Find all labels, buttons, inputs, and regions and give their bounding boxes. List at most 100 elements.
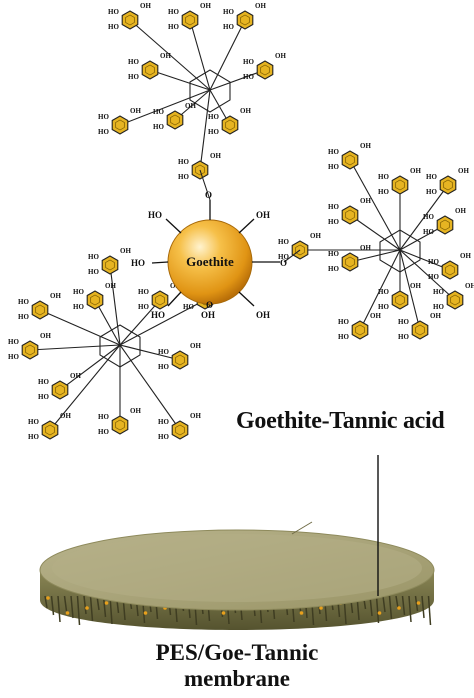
hydroxyl-text: OH xyxy=(120,247,131,255)
pore-channel xyxy=(421,595,425,619)
hydroxyl-text: HO xyxy=(73,288,84,296)
aromatic-ring-inner xyxy=(443,179,453,191)
hydroxyl-text: HO xyxy=(98,113,109,121)
glucose-ring xyxy=(99,324,141,368)
aromatic-ring-inner xyxy=(145,64,155,76)
hydroxyl-text: OH xyxy=(190,412,201,420)
aromatic-ring xyxy=(51,380,69,400)
bond-line xyxy=(119,344,181,431)
hydroxyl-text: OH xyxy=(360,244,371,252)
linker-oxygen-label: O xyxy=(206,300,213,310)
bond-line xyxy=(94,299,121,346)
hydroxyl-text: HO xyxy=(208,113,219,121)
aromatic-ring xyxy=(86,290,104,310)
hydroxyl-text: HO xyxy=(328,250,339,258)
aromatic-ring-inner xyxy=(395,294,405,306)
hydroxyl-text: HO xyxy=(38,378,49,386)
hydroxyl-text: HO xyxy=(378,173,389,181)
bond-line xyxy=(209,69,266,91)
hydroxyl-text: OH xyxy=(360,197,371,205)
hydroxyl-text: OH xyxy=(275,52,286,60)
aromatic-ring xyxy=(391,175,409,195)
aromatic-ring xyxy=(31,300,49,320)
hydroxyl-text: OH xyxy=(370,312,381,320)
hydroxyl-text: HO xyxy=(8,353,19,361)
bond-line xyxy=(39,309,121,346)
bond-line xyxy=(29,344,121,351)
hydroxyl-text: HO xyxy=(423,228,434,236)
aromatic-ring-inner xyxy=(415,324,425,336)
bond-line xyxy=(119,299,161,346)
hydroxyl-text: HO xyxy=(328,265,339,273)
aromatic-ring xyxy=(101,255,119,275)
hydroxyl-label: HO xyxy=(151,310,165,320)
hydroxyl-text: OH xyxy=(60,412,71,420)
goethite-particle xyxy=(104,601,109,605)
aromatic-ring-inner xyxy=(295,244,305,256)
goethite-particle xyxy=(85,606,89,610)
aromatic-ring-inner xyxy=(225,119,235,131)
hydroxyl-text: HO xyxy=(158,418,169,426)
hydroxyl-text: HO xyxy=(378,288,389,296)
hydroxyl-text: HO xyxy=(138,303,149,311)
hydroxyl-text: OH xyxy=(410,282,421,290)
aromatic-ring-inner xyxy=(395,179,405,191)
aromatic-ring xyxy=(41,420,59,440)
hydroxyl-text: HO xyxy=(243,73,254,81)
hydroxyl-text: HO xyxy=(168,23,179,31)
bond-line xyxy=(283,249,301,263)
membrane-caption-line2: membrane xyxy=(183,666,291,691)
aromatic-ring-inner xyxy=(55,384,65,396)
aromatic-ring-inner xyxy=(35,304,45,316)
hydroxyl-text: HO xyxy=(168,8,179,16)
aromatic-ring-inner xyxy=(440,219,450,231)
hydroxyl-text: HO xyxy=(278,238,289,246)
aromatic-ring-inner xyxy=(25,344,35,356)
hydroxyl-text: HO xyxy=(428,258,439,266)
goethite-particle xyxy=(397,606,401,610)
aromatic-ring xyxy=(341,252,359,272)
goethite-core-label: Goethite xyxy=(186,254,234,269)
bond-line xyxy=(209,19,246,91)
hydroxyl-text: HO xyxy=(128,58,139,66)
pore-channel xyxy=(408,595,412,623)
pore-channel xyxy=(388,595,393,620)
hydroxyl-text: HO xyxy=(108,23,119,31)
aromatic-ring xyxy=(121,10,139,30)
aromatic-ring-inner xyxy=(175,354,185,366)
hydroxyl-text: HO xyxy=(108,8,119,16)
membrane-caption-line1: PES/Goe-Tannic xyxy=(155,640,319,665)
bond-line xyxy=(199,89,211,171)
hydroxyl-text: OH xyxy=(210,152,221,160)
hydroxyl-text: OH xyxy=(460,252,471,260)
hydroxyl-label: OH xyxy=(256,210,270,220)
aromatic-ring-inner xyxy=(355,324,365,336)
hydroxyl-text: HO xyxy=(426,173,437,181)
aromatic-ring xyxy=(236,10,254,30)
hydroxyl-text: HO xyxy=(208,128,219,136)
hydroxyl-text: HO xyxy=(426,188,437,196)
pore-channel xyxy=(382,595,386,613)
hydroxyl-text: OH xyxy=(360,142,371,150)
aromatic-ring xyxy=(441,260,459,280)
bond-line xyxy=(129,19,211,91)
hydroxyl-text: OH xyxy=(255,2,266,10)
hydroxyl-text: OH xyxy=(190,342,201,350)
pore-channel xyxy=(44,595,48,609)
aromatic-ring-inner xyxy=(45,424,55,436)
aromatic-ring-inner xyxy=(450,294,460,306)
aromatic-ring xyxy=(256,60,274,80)
hydroxyl-text: HO xyxy=(138,288,149,296)
hydroxyl-text: HO xyxy=(98,413,109,421)
aromatic-ring xyxy=(436,215,454,235)
pes-membrane-disc xyxy=(39,521,435,630)
goethite-particle xyxy=(65,611,70,615)
bond-line xyxy=(109,264,121,346)
aromatic-ring-inner xyxy=(125,14,135,26)
hydroxyl-text: OH xyxy=(465,282,474,290)
membrane-caption: PES/Goe-Tannic membrane xyxy=(0,640,474,692)
hydroxyl-text: OH xyxy=(185,102,196,110)
hydroxyl-text: HO xyxy=(433,303,444,311)
